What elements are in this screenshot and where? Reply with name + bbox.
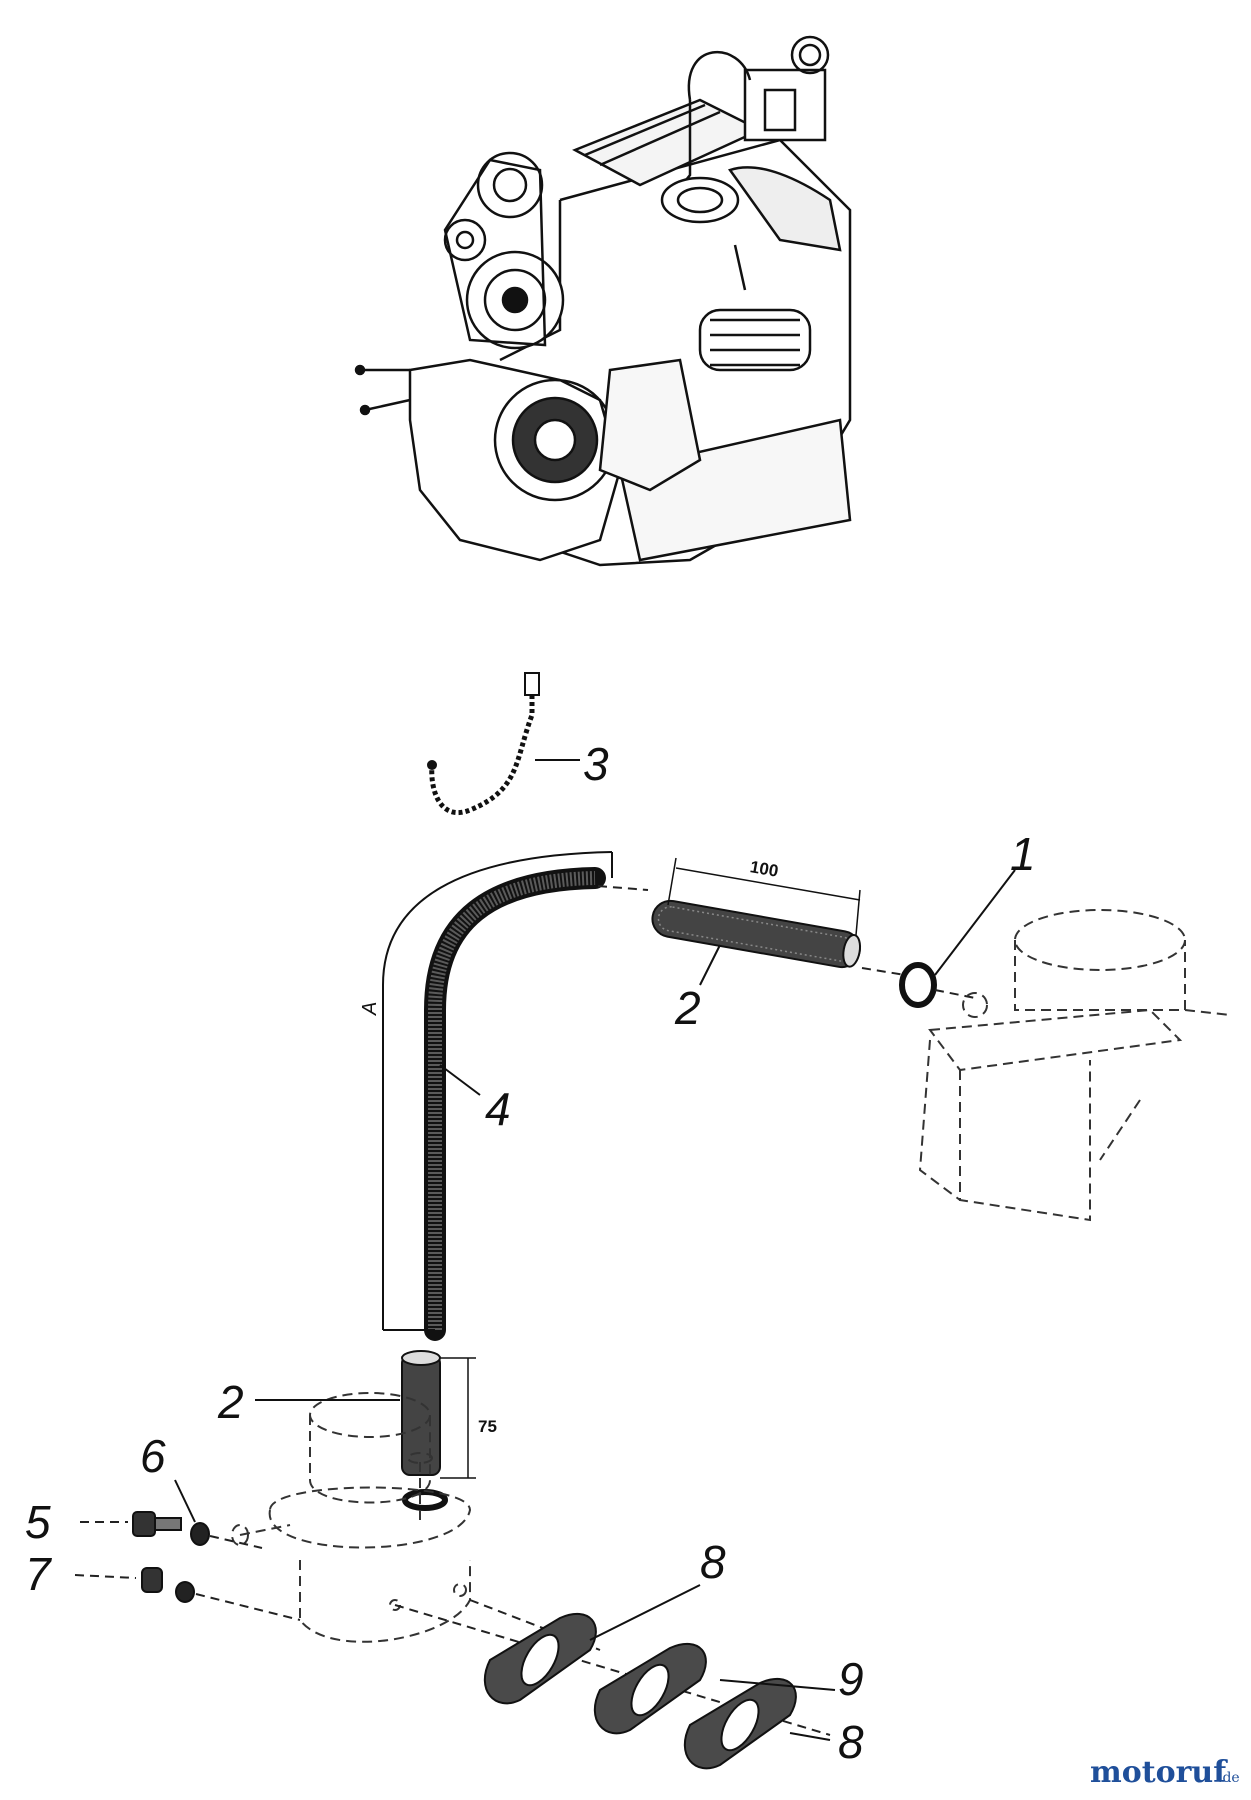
- watermark-logo: motoruf .de: [1090, 1755, 1240, 1790]
- bolt-washer-parts: [74, 1511, 301, 1621]
- speedo-cable-part: [427, 672, 540, 815]
- callout-4: 4: [485, 1083, 511, 1135]
- callout-3: 3: [583, 738, 609, 790]
- callout-9: 9: [838, 1653, 864, 1705]
- callout-1: 1: [1010, 828, 1036, 880]
- watermark-brand: motoruf: [1090, 1755, 1228, 1790]
- hose-bottom-part: 75: [401, 1350, 497, 1511]
- callout-leader-lines: [174, 759, 1016, 1741]
- callout-5: 5: [25, 1496, 51, 1548]
- callout-6: 6: [140, 1430, 166, 1482]
- hose-bottom-length-label: 75: [478, 1417, 497, 1436]
- pipe-dimension-label: A: [359, 1002, 381, 1016]
- engine-overview-illustration: [354, 35, 852, 567]
- callout-2-bottom: 2: [217, 1376, 244, 1428]
- hose-clip-part: [861, 962, 976, 1008]
- fuel-pump-ghost-outline: [231, 1392, 472, 1643]
- callout-8-top: 8: [700, 1536, 726, 1588]
- callout-8-bottom: 8: [838, 1716, 864, 1768]
- fuel-pipe-part: [382, 851, 613, 1341]
- callout-7: 7: [25, 1548, 52, 1600]
- hose-top-length-label: 100: [749, 857, 780, 881]
- callout-2-top: 2: [674, 982, 701, 1034]
- hose-top-part: 100: [597, 857, 862, 969]
- watermark-tld: .de: [1218, 1770, 1240, 1786]
- carburetor-ghost-outline: [918, 909, 1231, 1222]
- gasket-spacer-parts: [394, 1599, 831, 1770]
